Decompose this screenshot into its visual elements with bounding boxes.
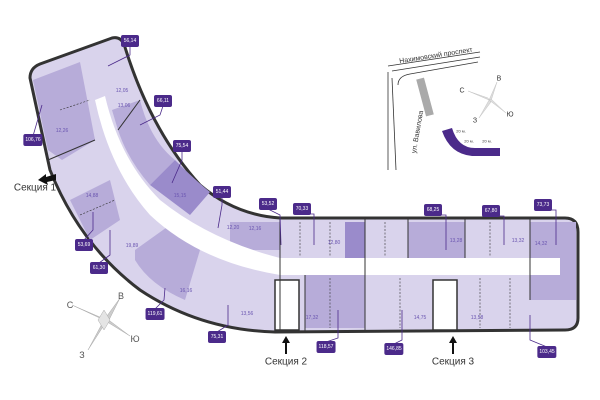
room-area: 12,16 (248, 226, 262, 232)
apartment-block (135, 225, 200, 300)
section-label: Секция 1 (13, 182, 57, 194)
entrance-arrows (38, 174, 457, 354)
compass-rose-icon (71, 297, 131, 351)
apartment-area-tag[interactable]: 70,33 (293, 203, 311, 215)
compass-east: В (117, 291, 125, 301)
apartment-area-tag[interactable]: 106,76 (23, 134, 43, 146)
room-area: 15,15 (173, 193, 187, 199)
room-area: 19,89 (125, 243, 139, 249)
apartment-area-tag[interactable]: 66,11 (154, 95, 172, 107)
compass-west: З (79, 350, 85, 360)
stairwell (432, 279, 458, 331)
room-area: 17,32 (305, 315, 319, 321)
dimension-label: 20 м. (456, 128, 466, 134)
apartment-area-tag[interactable]: 73,73 (534, 199, 552, 211)
apartment-block (33, 62, 95, 160)
room-area: 12,80 (327, 240, 341, 246)
apartment-area-tag[interactable]: 103,45 (537, 346, 557, 358)
building-footprint (442, 128, 500, 156)
mini-compass-west: З (472, 117, 478, 125)
apartment-area-tag[interactable]: 75,54 (173, 140, 191, 152)
mini-compass-icon (467, 81, 507, 119)
mini-compass-north: С (459, 87, 465, 95)
apartment-area-tag[interactable]: 118,57 (316, 341, 336, 353)
room-area: 16,16 (179, 288, 193, 294)
apartment-area-tag[interactable]: 146,85 (384, 343, 404, 355)
apartment-block (150, 160, 210, 215)
apartment-area-tag[interactable]: 56,14 (121, 35, 139, 47)
stairwell (274, 279, 300, 331)
dimension-label: 20 м. (464, 138, 474, 144)
section-label: Секция 3 (431, 356, 475, 368)
mini-compass-east: В (496, 75, 502, 83)
room-area: 13,32 (511, 238, 525, 244)
apartment-area-tag[interactable]: 68,25 (424, 204, 442, 216)
room-area: 14,88 (85, 193, 99, 199)
room-area: 12,26 (55, 128, 69, 134)
room-area: 13,56 (240, 311, 254, 317)
compass-north: С (66, 300, 74, 310)
apartment-area-tag[interactable]: 53,52 (259, 198, 277, 210)
room-area: 12,05 (115, 88, 129, 94)
apartment-area-tag[interactable]: 51,44 (213, 186, 231, 198)
room-area: 13,28 (449, 238, 463, 244)
section-label: Секция 2 (264, 356, 308, 368)
room-area: 12,20 (226, 225, 240, 231)
neighbor-building (416, 77, 434, 117)
room-area: 14,75 (413, 315, 427, 321)
site-plan (387, 51, 481, 171)
room-area: 14,32 (534, 241, 548, 247)
apartment-area-tag[interactable]: 53,69 (75, 239, 93, 251)
compass-south: Ю (130, 334, 140, 344)
apartment-block (70, 180, 120, 240)
apartment-block (305, 275, 365, 328)
apartment-block (112, 100, 175, 185)
apartment-area-tag[interactable]: 67,80 (482, 205, 500, 217)
apartment-area-tag[interactable]: 61,30 (90, 262, 108, 274)
apartment-block (230, 222, 280, 250)
room-area: 13,06 (117, 103, 131, 109)
dimension-label: 20 м. (482, 138, 492, 144)
mini-compass-south: Ю (506, 111, 514, 119)
apartment-area-tag[interactable]: 75,31 (208, 331, 226, 343)
apartment-area-tag[interactable]: 119,61 (145, 308, 165, 320)
room-area: 13,58 (470, 315, 484, 321)
